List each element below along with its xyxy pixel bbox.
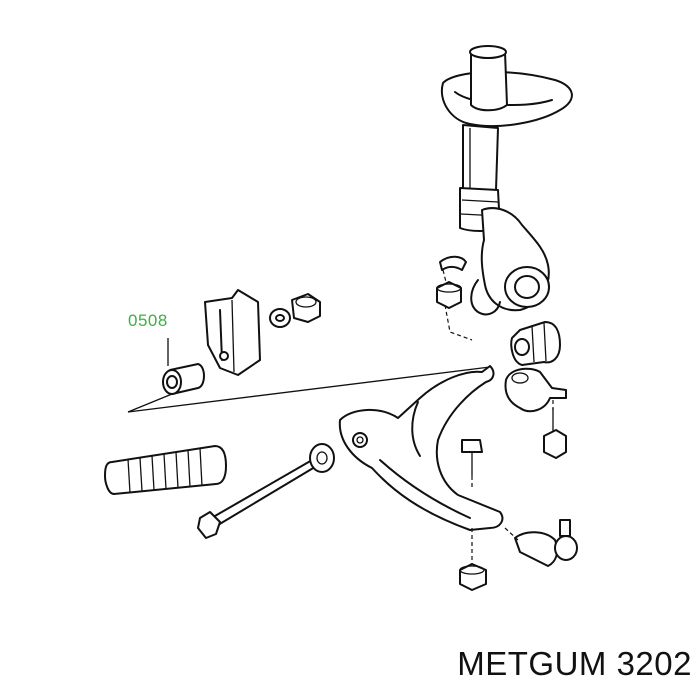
brand-caption: METGUM 3202 xyxy=(457,645,692,682)
control-arm xyxy=(197,365,578,591)
part-number-label: 0508 xyxy=(128,311,168,330)
dust-boot xyxy=(104,445,227,495)
bracket-bushing-assembly xyxy=(127,289,491,413)
strut-assembly xyxy=(436,45,573,341)
stabilizer-bushing xyxy=(504,321,567,459)
